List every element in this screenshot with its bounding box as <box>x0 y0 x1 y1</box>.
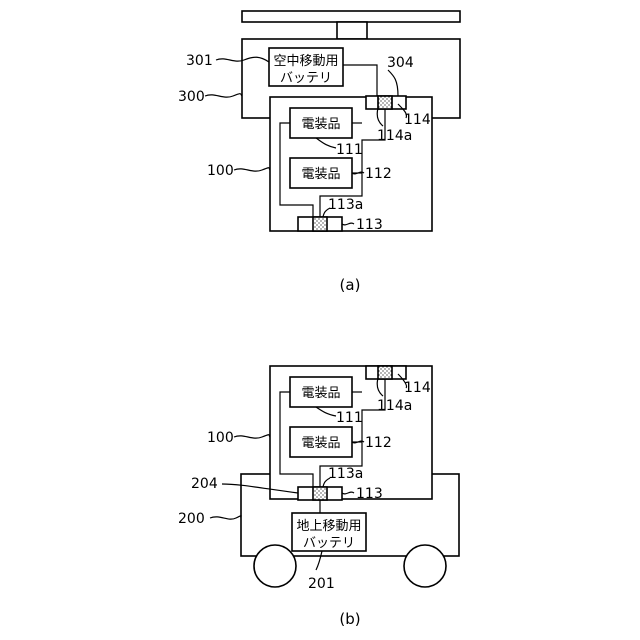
battery-201-label-line2: バッテリ <box>303 536 355 551</box>
ref-100-b: 100 <box>207 430 234 446</box>
wheel-right <box>404 545 446 587</box>
wheel-left <box>254 545 296 587</box>
ref-114a-b: 114a <box>377 398 412 414</box>
ref-113-b: 113 <box>356 486 383 502</box>
ref-111: 111 <box>336 142 363 158</box>
ref-113a-b: 113a <box>328 466 363 482</box>
connector-113a <box>313 217 327 231</box>
caption-b: (b) <box>339 610 360 628</box>
mast <box>337 22 367 39</box>
ref-304: 304 <box>387 55 414 71</box>
connector-113a-b <box>313 487 327 500</box>
ref-204: 204 <box>191 476 218 492</box>
caption-a: (a) <box>340 276 361 294</box>
ref-200: 200 <box>178 511 205 527</box>
component-112-label: 電装品 <box>301 167 340 182</box>
figure-b: 電装品 電装品 地上移動用 バッテリ 114 114a 111 100 <box>178 366 459 628</box>
battery-301-label-line1: 空中移動用 <box>273 54 338 69</box>
ref-114-b: 114 <box>404 380 431 396</box>
connector-114a-b <box>378 366 392 379</box>
figure-a: 空中移動用 バッテリ 電装品 電装品 301 <box>178 11 460 294</box>
ref-114: 114 <box>404 112 431 128</box>
ref-201: 201 <box>308 576 335 592</box>
ref-100: 100 <box>207 163 234 179</box>
ref-113a: 113a <box>328 197 363 213</box>
battery-201-label-line1: 地上移動用 <box>296 519 361 534</box>
ref-114a: 114a <box>377 128 412 144</box>
propeller-bar <box>242 11 460 22</box>
ref-111-b: 111 <box>336 410 363 426</box>
connector-114a <box>378 96 392 109</box>
ref-112-b: 112 <box>365 435 392 451</box>
component-112-b-label: 電装品 <box>301 436 340 451</box>
battery-301-label-line2: バッテリ <box>280 71 332 86</box>
ref-113: 113 <box>356 217 383 233</box>
component-111-label: 電装品 <box>301 117 340 132</box>
ref-301: 301 <box>186 53 213 69</box>
component-111-b-label: 電装品 <box>301 386 340 401</box>
ref-112: 112 <box>365 166 392 182</box>
ref-300: 300 <box>178 89 205 105</box>
